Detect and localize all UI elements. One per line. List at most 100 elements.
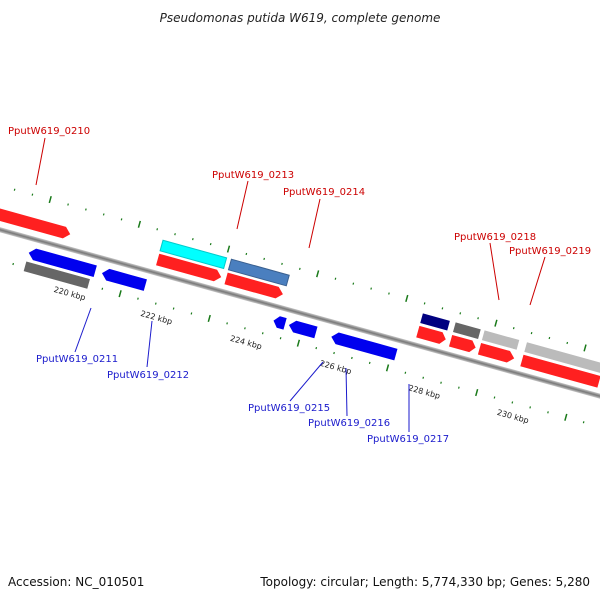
leader-0211 — [74, 307, 92, 353]
gene-arrow-red3[interactable] — [477, 342, 516, 364]
minor-tick — [298, 267, 301, 270]
minor-tick — [102, 213, 105, 216]
minor-tick — [261, 332, 264, 335]
leader-0214 — [308, 198, 321, 249]
major-tick — [315, 270, 320, 278]
minor-tick — [154, 302, 157, 305]
minor-tick — [137, 297, 139, 300]
minor-tick — [582, 421, 585, 424]
minor-tick — [172, 307, 175, 310]
scale-label: 222 kbp — [139, 309, 173, 326]
minor-tick — [404, 371, 407, 374]
gene-arrow-0212[interactable] — [100, 267, 147, 291]
gene-label-0214[interactable]: PputW619_0214 — [283, 187, 365, 198]
gene-arrow-0217[interactable] — [330, 331, 398, 361]
minor-tick — [352, 282, 355, 285]
gene-label-0217[interactable]: PputW619_0217 — [367, 434, 449, 445]
gene-arrow-0218b[interactable] — [416, 325, 447, 345]
minor-tick — [423, 302, 426, 305]
minor-tick — [458, 386, 460, 389]
gene-label-0216[interactable]: PputW619_0216 — [308, 418, 390, 429]
minor-tick — [120, 218, 123, 221]
gene-arrow-0214b[interactable] — [224, 272, 284, 300]
gene-label-0219[interactable]: PputW619_0219 — [509, 246, 591, 257]
gene-arrow-fwd-a[interactable] — [0, 190, 72, 240]
major-tick — [405, 294, 409, 303]
major-tick — [583, 344, 587, 352]
minor-tick — [85, 208, 87, 211]
minor-tick — [512, 327, 515, 330]
minor-tick — [440, 381, 442, 384]
minor-tick — [281, 262, 283, 265]
leader-0210 — [35, 137, 46, 186]
major-tick — [137, 220, 142, 228]
minor-tick — [547, 411, 549, 414]
gene-box-0218[interactable] — [420, 313, 450, 331]
minor-tick — [174, 233, 176, 236]
minor-tick — [156, 228, 159, 231]
major-tick — [385, 364, 390, 372]
major-tick — [475, 389, 479, 397]
gene-box-0211[interactable] — [23, 261, 90, 289]
gene-box-grey3[interactable] — [524, 342, 600, 374]
reverse-strand — [23, 247, 398, 361]
minor-tick — [13, 188, 16, 191]
gene-arrow-red4[interactable] — [520, 354, 600, 388]
leader-0219 — [529, 256, 546, 306]
minor-tick — [368, 361, 371, 365]
minor-tick — [263, 257, 266, 261]
minor-tick — [459, 312, 462, 315]
gene-box-0213[interactable] — [159, 239, 228, 270]
minor-tick — [245, 252, 248, 256]
accession-text: Accession: NC_010501 — [8, 575, 144, 589]
minor-tick — [529, 406, 532, 409]
leader-0212 — [146, 320, 153, 368]
minor-tick — [12, 262, 15, 266]
major-tick — [564, 413, 568, 421]
gene-arrow-0215[interactable] — [272, 315, 287, 330]
gene-arrow-0219b[interactable] — [448, 334, 477, 354]
topology-text: Topology: circular; Length: 5,774,330 bp… — [259, 575, 590, 589]
gene-box-0219[interactable] — [452, 322, 481, 340]
gene-arrow-0216[interactable] — [287, 319, 318, 339]
minor-tick — [190, 312, 193, 315]
minor-tick — [279, 337, 282, 340]
gene-box-grey2[interactable] — [481, 330, 520, 350]
genome-backbone — [0, 208, 600, 417]
gene-label-0212[interactable]: PputW619_0212 — [107, 370, 189, 381]
minor-tick — [333, 351, 335, 355]
minor-tick — [422, 376, 425, 379]
gene-label-0210[interactable]: PputW619_0210 — [8, 126, 90, 137]
leader-0213 — [236, 180, 249, 230]
gene-box-0214[interactable] — [227, 258, 290, 287]
minor-tick — [226, 322, 228, 325]
minor-tick — [67, 203, 69, 206]
minor-tick — [566, 341, 569, 345]
major-tick — [296, 339, 301, 347]
major-tick — [207, 314, 211, 322]
minor-tick — [511, 401, 514, 404]
minor-tick — [477, 317, 479, 320]
major-tick — [48, 196, 52, 204]
minor-tick — [370, 287, 372, 290]
gene-arrow-0213b[interactable] — [156, 253, 223, 283]
gene-label-0218[interactable]: PputW619_0218 — [454, 232, 536, 243]
minor-tick — [101, 287, 104, 290]
gene-label-0211[interactable]: PputW619_0211 — [36, 354, 118, 365]
minor-tick — [315, 346, 318, 350]
gene-label-0213[interactable]: PputW619_0213 — [212, 170, 294, 181]
scale-label: 230 kbp — [496, 408, 530, 425]
label-leaders — [35, 137, 546, 432]
minor-tick — [31, 193, 34, 196]
minor-tick — [192, 238, 194, 241]
scale-label: 226 kbp — [319, 359, 353, 376]
major-tick — [226, 245, 231, 253]
gene-label-0215[interactable]: PputW619_0215 — [248, 403, 330, 414]
forward-tick-track — [13, 188, 587, 352]
map-title: Pseudomonas putida W619, complete genome — [160, 11, 441, 25]
scale-label: 220 kbp — [53, 285, 87, 302]
minor-tick — [244, 327, 246, 330]
gene-arrow-0211a[interactable] — [27, 247, 97, 278]
leader-0215 — [289, 361, 324, 402]
